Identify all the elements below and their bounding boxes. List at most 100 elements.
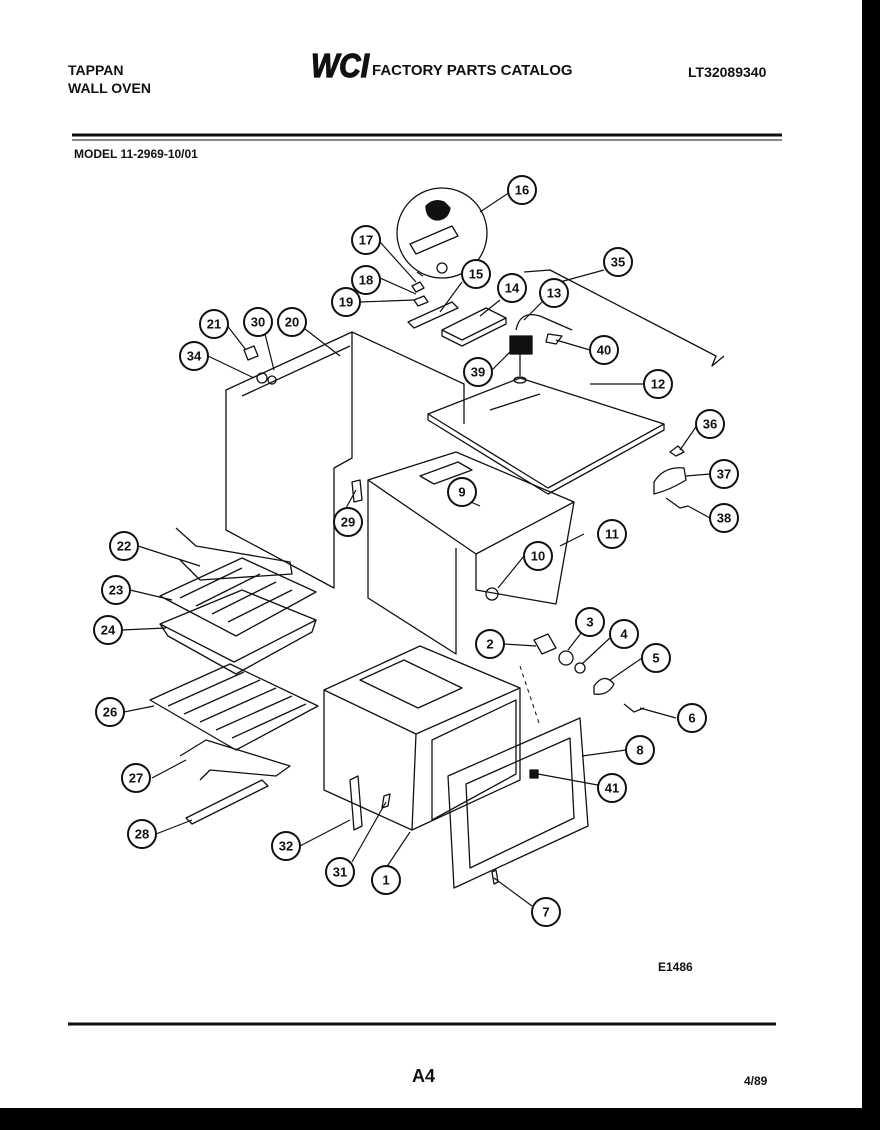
callout-circle: [709, 503, 739, 533]
callout-circle: [475, 629, 505, 659]
catalog-number: LT32089340: [688, 64, 767, 80]
callout-label: 39: [471, 365, 485, 380]
callout-label: 26: [103, 705, 117, 720]
callout-circle: [199, 309, 229, 339]
callout-11: 11: [597, 519, 627, 549]
callout-circle: [643, 369, 673, 399]
callout-circle: [461, 259, 491, 289]
catalog-page: TAPPAN WALL OVEN WCI FACTORY PARTS CATAL…: [0, 0, 862, 1108]
callout-circle: [695, 409, 725, 439]
callout-13: 13: [539, 278, 569, 308]
callout-circle: [597, 519, 627, 549]
detail-circle: [396, 187, 488, 279]
callout-label: 22: [117, 539, 131, 554]
callout-16: 16: [507, 175, 537, 205]
callout-17: 17: [351, 225, 381, 255]
callout-4: 4: [609, 619, 639, 649]
callout-20: 20: [277, 307, 307, 337]
callout-circle: [121, 763, 151, 793]
callout-label: 18: [359, 273, 373, 288]
callout-circle: [531, 897, 561, 927]
page-number: A4: [412, 1066, 436, 1086]
callout-circle: [447, 477, 477, 507]
revision-date: 4/89: [744, 1074, 768, 1088]
callout-circle: [463, 357, 493, 387]
callout-30: 30: [243, 307, 273, 337]
callout-5: 5: [641, 643, 671, 673]
catalog-title: FACTORY PARTS CATALOG: [372, 62, 573, 79]
callout-circle: [325, 857, 355, 887]
callout-label: 1: [382, 873, 389, 888]
callout-label: 32: [279, 839, 293, 854]
callout-40: 40: [589, 335, 619, 365]
callout-circle: [589, 335, 619, 365]
callout-label: 15: [469, 267, 483, 282]
callout-label: 17: [359, 233, 373, 248]
callout-label: 20: [285, 315, 299, 330]
callout-circle: [677, 703, 707, 733]
callout-circle: [603, 247, 633, 277]
callout-label: 28: [135, 827, 149, 842]
callout-layer: 1234567891011121314151617181920212223242…: [93, 175, 739, 927]
wci-logo: WCI: [310, 48, 370, 82]
callout-21: 21: [199, 309, 229, 339]
model-number: MODEL 11-2969-10/01: [74, 147, 198, 161]
callout-circle: [95, 697, 125, 727]
callout-23: 23: [101, 575, 131, 605]
callout-circle: [333, 507, 363, 537]
callout-label: 5: [652, 651, 659, 666]
callout-1: 1: [371, 865, 401, 895]
callout-10: 10: [523, 541, 553, 571]
callout-label: 36: [703, 417, 717, 432]
callout-label: 29: [341, 515, 355, 530]
callout-label: 23: [109, 583, 123, 598]
callout-18: 18: [351, 265, 381, 295]
callout-circle: [93, 615, 123, 645]
callout-circle: [575, 607, 605, 637]
callout-circle: [609, 619, 639, 649]
callout-29: 29: [333, 507, 363, 537]
assembly-dashed-line: [519, 665, 541, 727]
diagram-code: E1486: [658, 960, 693, 974]
callout-circle: [641, 643, 671, 673]
callout-label: 10: [531, 549, 545, 564]
wci-logo-text: WCI: [311, 48, 370, 82]
callout-12: 12: [643, 369, 673, 399]
callout-circle: [523, 541, 553, 571]
callout-3: 3: [575, 607, 605, 637]
callout-label: 21: [207, 317, 221, 332]
callout-22: 22: [109, 531, 139, 561]
callout-label: 2: [486, 637, 493, 652]
callout-label: 27: [129, 771, 143, 786]
brand-name: TAPPAN: [68, 62, 124, 78]
callout-label: 24: [101, 623, 116, 638]
callout-38: 38: [709, 503, 739, 533]
callout-39: 39: [463, 357, 493, 387]
callout-circle: [371, 865, 401, 895]
callout-circle: [539, 278, 569, 308]
callout-label: 4: [620, 627, 628, 642]
callout-label: 40: [597, 343, 611, 358]
callout-14: 14: [497, 273, 527, 303]
callout-27: 27: [121, 763, 151, 793]
callout-label: 34: [187, 349, 202, 364]
callout-9: 9: [447, 477, 477, 507]
callout-15: 15: [461, 259, 491, 289]
callout-2: 2: [475, 629, 505, 659]
callout-circle: [709, 459, 739, 489]
callout-35: 35: [603, 247, 633, 277]
callout-circle: [351, 225, 381, 255]
callout-label: 7: [542, 905, 549, 920]
product-type: WALL OVEN: [68, 80, 151, 96]
callout-circle: [331, 287, 361, 317]
callout-label: 6: [688, 711, 695, 726]
callout-circle: [179, 341, 209, 371]
parts-linework: [149, 187, 725, 889]
callout-31: 31: [325, 857, 355, 887]
callout-26: 26: [95, 697, 125, 727]
callout-circle: [497, 273, 527, 303]
callout-circle: [101, 575, 131, 605]
callout-37: 37: [709, 459, 739, 489]
callout-label: 12: [651, 377, 665, 392]
callout-28: 28: [127, 819, 157, 849]
